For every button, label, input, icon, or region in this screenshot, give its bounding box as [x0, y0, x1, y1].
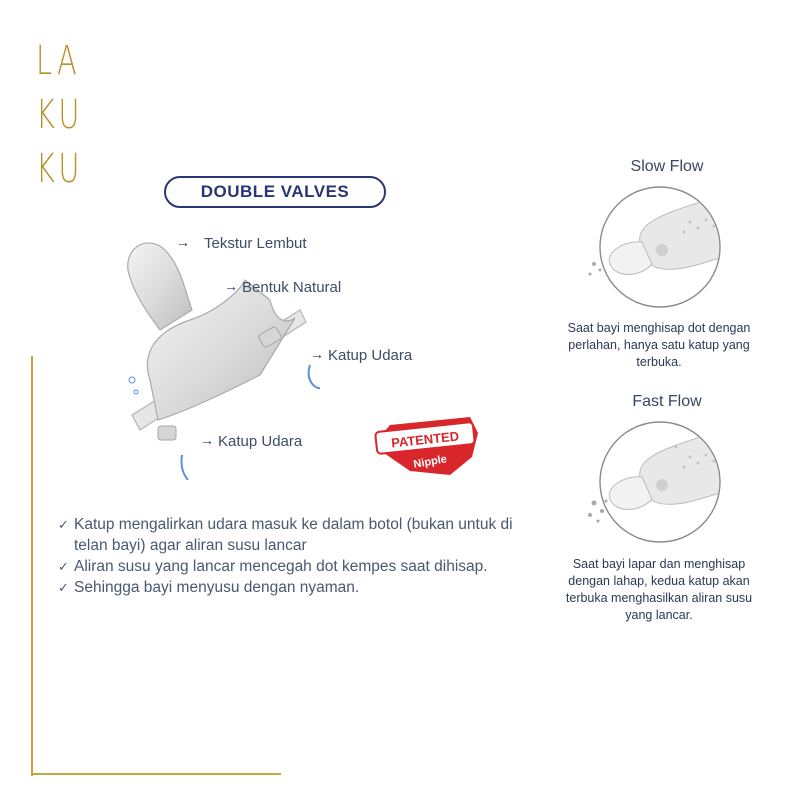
check-icon: ✓ [58, 559, 69, 574]
arrow-icon: → [200, 432, 214, 448]
double-valves-title: DOUBLE VALVES [164, 176, 386, 208]
arrow-icon: → [176, 234, 190, 250]
badge-line1: PATENTED [390, 428, 459, 450]
fast-flow-heading: Fast Flow [632, 393, 702, 410]
gold-frame-vertical [31, 356, 33, 776]
feature-list: ✓ Katup mengalirkan udara masuk ke dalam… [58, 514, 518, 598]
fast-flow-description: Saat bayi lapar dan menghisap dengan lah… [565, 557, 753, 622]
callout-tekstur-lembut: Tekstur Lembut [204, 235, 307, 252]
callout-katup-udara-right: Katup Udara [328, 347, 413, 364]
callout-bentuk-natural: Bentuk Natural [242, 279, 342, 296]
arrow-icon: → [310, 346, 324, 362]
logo-row-1: LA [36, 38, 82, 84]
callout-katup-udara-left: Katup Udara [218, 433, 303, 450]
list-item: ✓ Aliran susu yang lancar mencegah dot k… [58, 556, 518, 577]
gold-frame-horizontal [31, 773, 281, 775]
check-icon: ✓ [58, 580, 69, 595]
fast-flow-illustration [588, 421, 721, 543]
list-item: ✓ Sehingga bayi menyusu dengan nyaman. [58, 577, 518, 598]
badge-line2: Nipple [413, 453, 448, 471]
nipple-illustration [127, 242, 320, 480]
arrow-icon: → [224, 278, 238, 294]
check-icon: ✓ [58, 517, 69, 532]
feature-text: Sehingga bayi menyusu dengan nyaman. [74, 579, 360, 596]
brand-logo: LA KU KU [36, 34, 88, 196]
logo-row-3: KU [36, 146, 84, 192]
slow-flow-description: Saat bayi menghisap dot dengan perlahan,… [567, 321, 751, 369]
list-item: ✓ Katup mengalirkan udara masuk ke dalam… [58, 514, 518, 556]
slow-flow-illustration [588, 186, 721, 308]
feature-text: Katup mengalirkan udara masuk ke dalam b… [74, 516, 513, 554]
feature-text: Aliran susu yang lancar mencegah dot kem… [74, 558, 488, 575]
logo-row-2: KU [36, 92, 84, 138]
patented-badge: PATENTED Nipple [374, 417, 478, 475]
slow-flow-heading: Slow Flow [630, 158, 704, 175]
